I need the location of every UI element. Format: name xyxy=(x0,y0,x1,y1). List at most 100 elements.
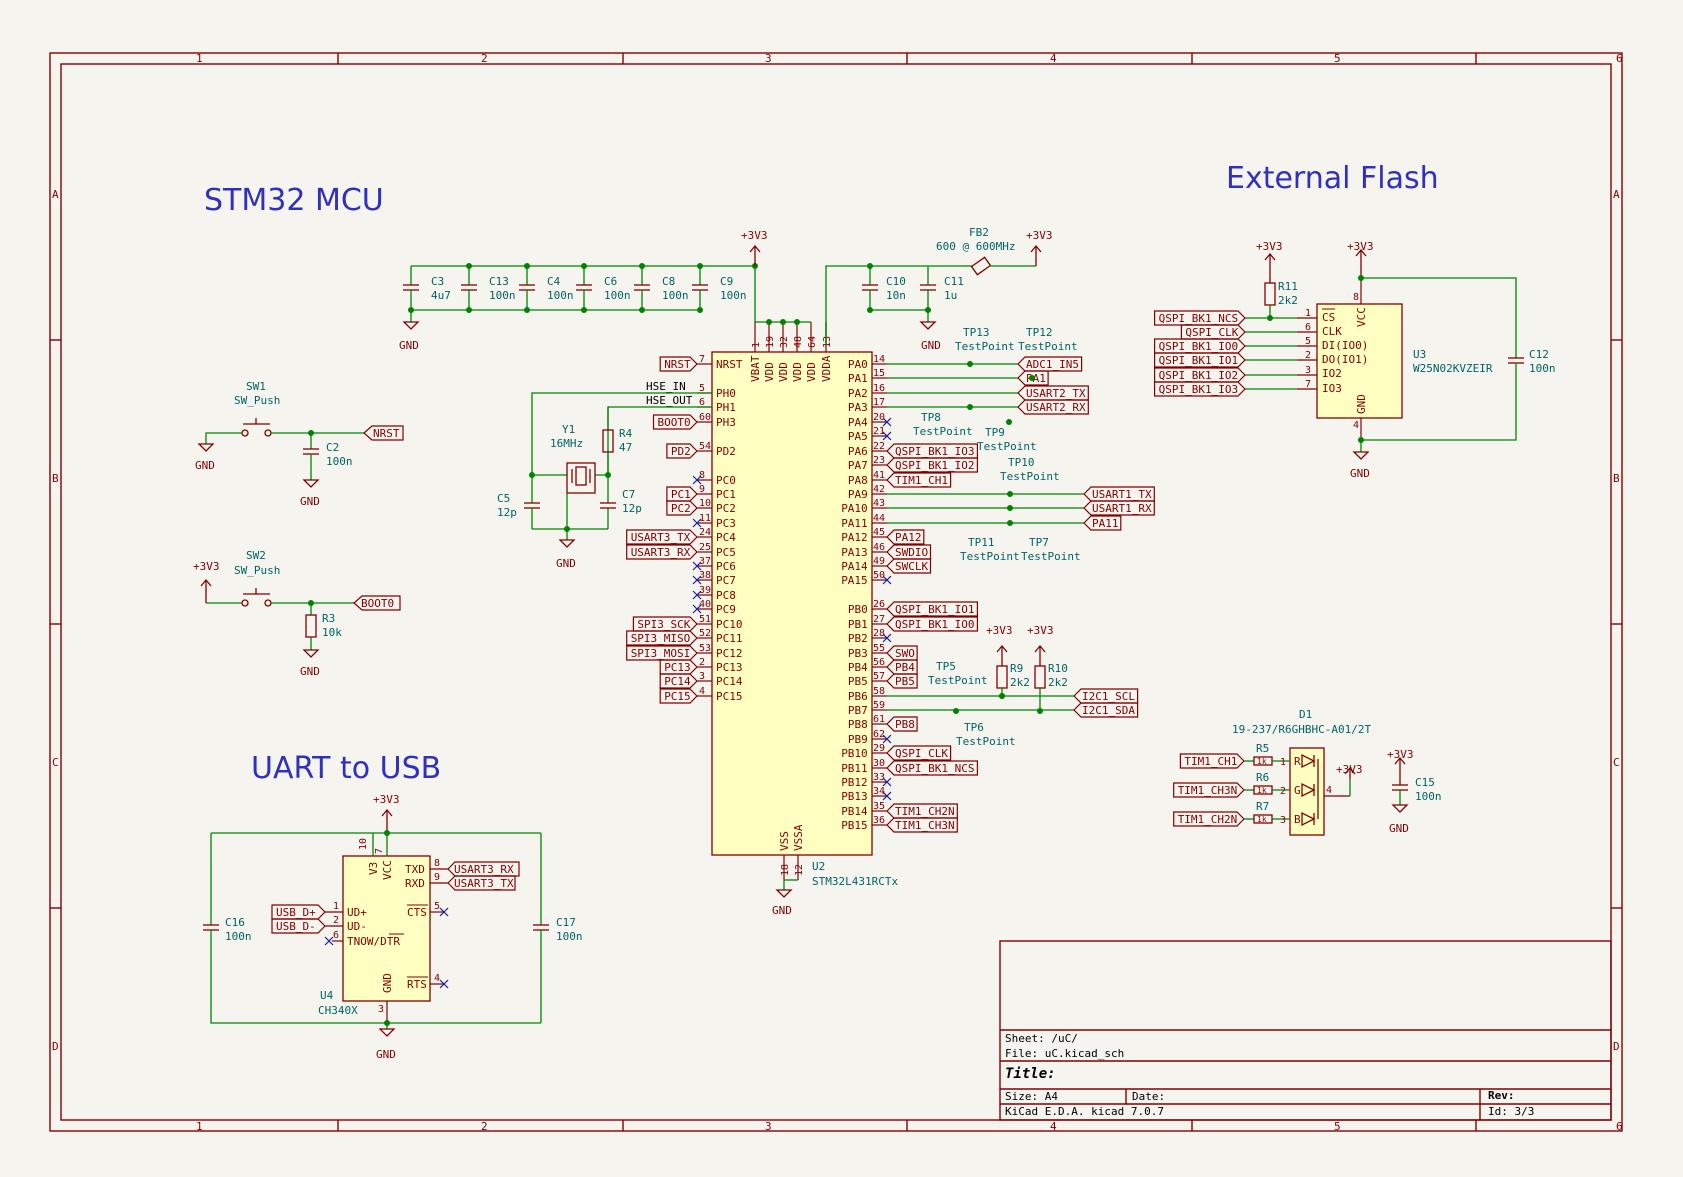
uart-bridge-u4[interactable]: +3V3 10 7 V3 VCC C16 100n C17 100n TXD R… xyxy=(203,793,583,1061)
label-qspi-bk1-io2[interactable]: QSPI_BK1_IO2 xyxy=(886,457,979,473)
nrst-label[interactable]: NRST xyxy=(363,425,404,441)
label-tim1-ch3n[interactable]: TIM1_CH3N xyxy=(886,817,958,833)
label-tim1-ch1[interactable]: TIM1_CH1 xyxy=(886,472,952,488)
label-usart3-rx[interactable]: USART3_RX xyxy=(626,544,698,560)
label-usb-dm[interactable]: USB_D- xyxy=(271,918,326,934)
flash-label-qspi-bk1-io3[interactable]: QSPI_BK1_IO3 xyxy=(1153,381,1246,397)
label-pb4[interactable]: PB4 xyxy=(886,659,918,675)
label-spi3-sck[interactable]: SPI3_SCK xyxy=(632,616,698,632)
label-qspi-bk1-io3[interactable]: QSPI_BK1_IO3 xyxy=(886,443,979,459)
label-adc1-in5[interactable]: ADC1_IN5 xyxy=(1017,356,1083,372)
led-label-tim1-ch2n[interactable]: TIM1_CH2N xyxy=(1173,811,1245,827)
label-pc15[interactable]: PC15 xyxy=(659,688,698,704)
flash-label-qspi-bk1-io0[interactable]: QSPI_BK1_IO0 xyxy=(1153,338,1246,354)
led-label-tim1-ch3n[interactable]: TIM1_CH3N xyxy=(1173,782,1245,798)
flash-label-qspi-bk1-io2[interactable]: QSPI_BK1_IO2 xyxy=(1153,367,1246,383)
label-swo[interactable]: SWO xyxy=(886,645,918,661)
label-qspi-clk[interactable]: QSPI_CLK xyxy=(886,745,952,761)
label-qspi-bk1-ncs[interactable]: QSPI_BK1_NCS xyxy=(886,760,979,776)
boot0-label[interactable]: BOOT0 xyxy=(353,595,401,611)
label-pb5[interactable]: PB5 xyxy=(886,673,918,689)
label-pc14[interactable]: PC14 xyxy=(659,673,698,689)
label-pb8[interactable]: PB8 xyxy=(886,716,918,732)
ferrite-bead-fb2[interactable] xyxy=(970,256,992,276)
label-swdio[interactable]: SWDIO xyxy=(886,544,932,560)
label-pc2[interactable]: PC2 xyxy=(666,500,698,516)
label-usart2-tx[interactable]: USART2_TX xyxy=(1017,385,1089,401)
label-usart1-rx[interactable]: USART1_RX xyxy=(1083,500,1155,516)
flash-label-qspi-bk1-ncs[interactable]: QSPI_BK1_NCS xyxy=(1153,310,1246,326)
boot-switch-sw2[interactable]: SW2 SW_Push +3V3 GND R3 10k BOOT0 xyxy=(193,549,401,678)
label-spi3-miso[interactable]: SPI3_MISO xyxy=(626,630,698,646)
label-boot0[interactable]: BOOT0 xyxy=(652,414,698,430)
label-usart3-tx-u4[interactable]: USART3_TX xyxy=(447,875,516,891)
label-usb-dp[interactable]: USB_D+ xyxy=(271,904,326,920)
label-usart2-rx[interactable]: USART2_RX xyxy=(1017,399,1089,415)
label-usart3-rx-u4[interactable]: USART3_RX xyxy=(447,861,520,877)
label-tim1-ch2n[interactable]: TIM1_CH2N xyxy=(886,803,958,819)
i2c-pullups[interactable]: +3V3 R9 2k2 +3V3 R10 2k2 xyxy=(986,624,1068,714)
flash-u3[interactable]: CS CLK DI(IO0) DO(IO1) IO2 IO3 VCC GND U… xyxy=(1153,240,1556,480)
